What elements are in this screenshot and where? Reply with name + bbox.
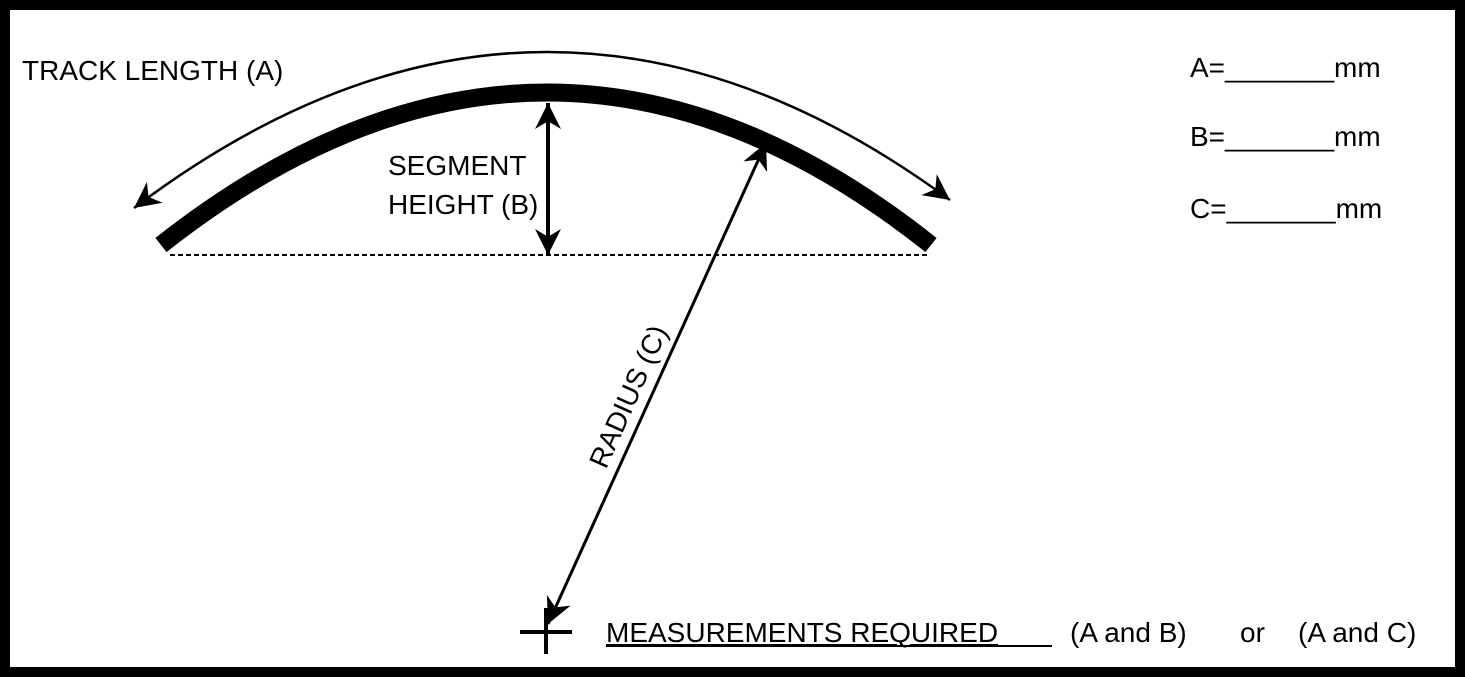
field-blank[interactable]: _______ (1224, 121, 1334, 152)
field-blank[interactable]: _______ (1226, 193, 1336, 224)
field-prefix: C= (1190, 193, 1227, 224)
measurement-field-b[interactable]: B=_______mm (1190, 121, 1381, 152)
center-cross-icon (520, 608, 572, 654)
segment-height-label-line1: SEGMENT (388, 150, 526, 181)
measurement-field-a[interactable]: A=_______mm (1190, 52, 1381, 83)
field-unit: mm (1336, 193, 1383, 224)
curved-track (155, 83, 937, 253)
svg-text:C=_______mm: C=_______mm (1190, 193, 1382, 224)
footer-connector: or (1240, 617, 1265, 648)
field-prefix: A= (1190, 52, 1225, 83)
radius-arrow (546, 142, 768, 625)
field-blank[interactable]: _______ (1224, 52, 1334, 83)
segment-height-label-line2: HEIGHT (B) (388, 189, 538, 220)
track-length-arrow (133, 50, 951, 209)
svg-text:B=_______mm: B=_______mm (1190, 121, 1381, 152)
footer-option-1: (A and B) (1070, 617, 1187, 648)
track-length-label: TRACK LENGTH (A) (22, 55, 283, 86)
field-unit: mm (1334, 121, 1381, 152)
measurements-required-heading: MEASUREMENTS REQUIRED (606, 617, 998, 648)
field-unit: mm (1334, 52, 1381, 83)
field-prefix: B= (1190, 121, 1225, 152)
footer-option-2: (A and C) (1298, 617, 1416, 648)
svg-text:A=_______mm: A=_______mm (1190, 52, 1381, 83)
measurement-field-c[interactable]: C=_______mm (1190, 193, 1382, 224)
